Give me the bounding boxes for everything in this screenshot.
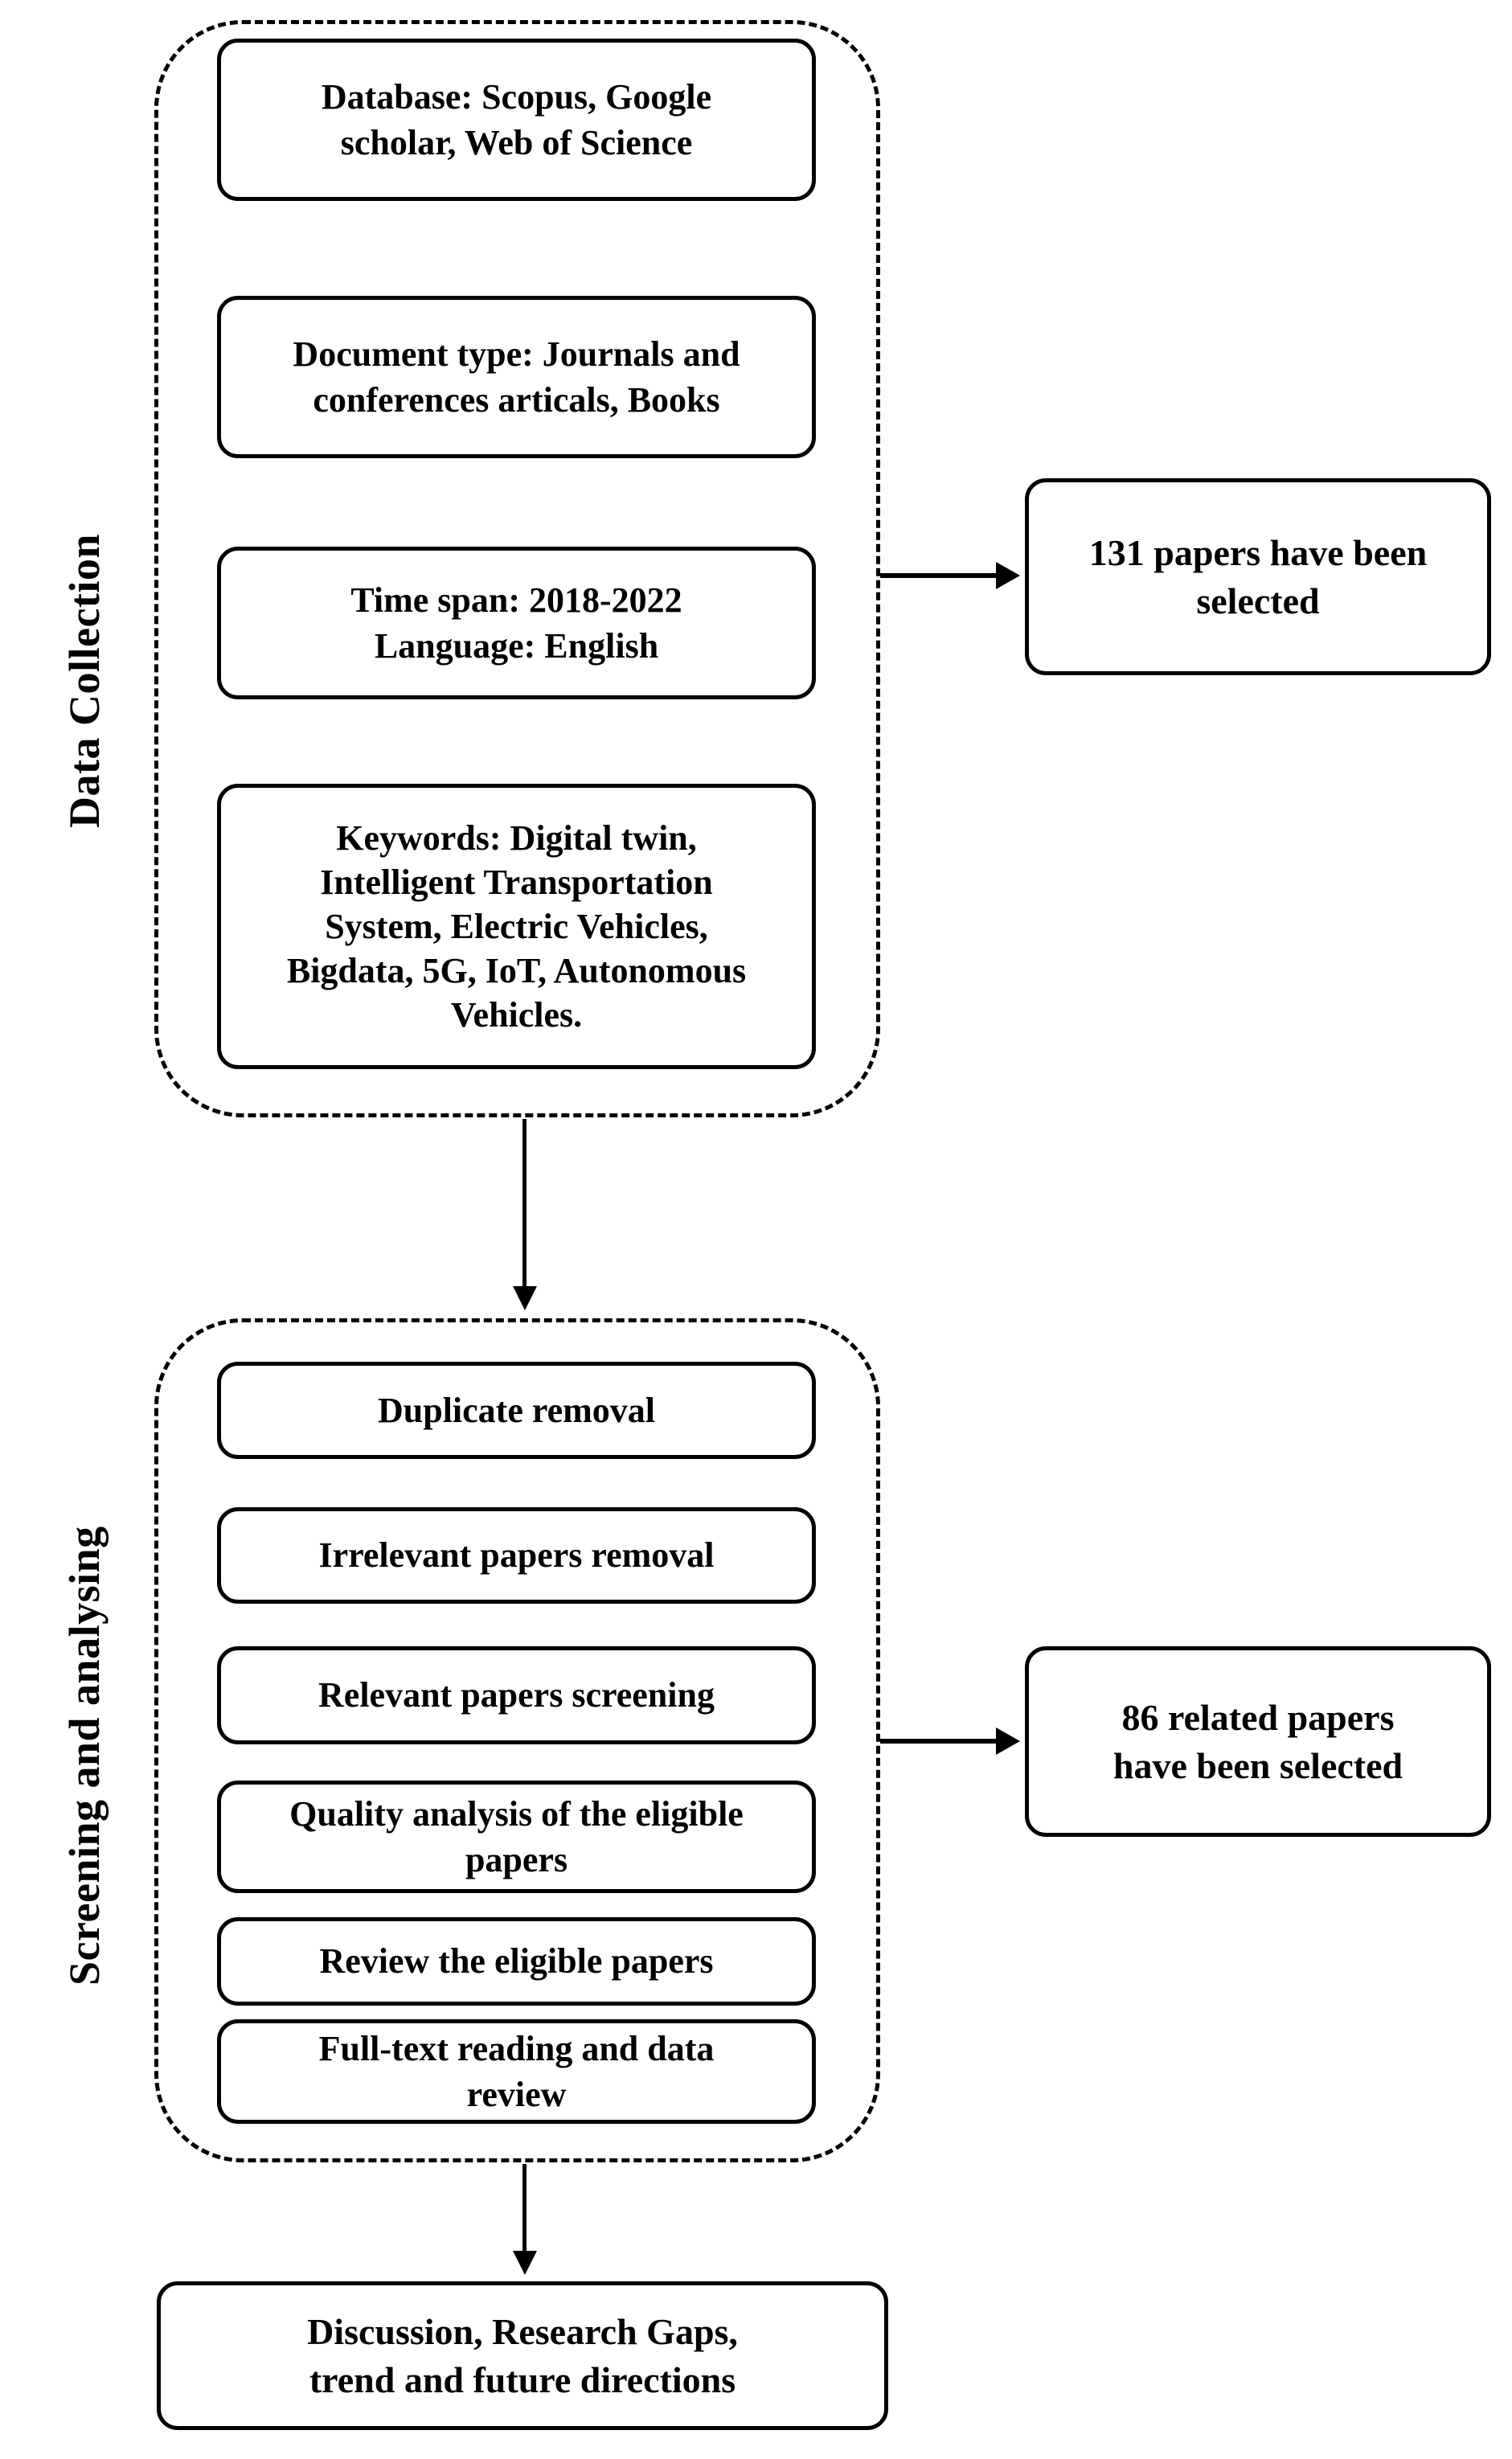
node-duplicate-removal[interactable]: Duplicate removal: [217, 1362, 816, 1459]
node-database[interactable]: Database: Scopus, Google scholar, Web of…: [217, 39, 816, 201]
node-irrelevant-papers-removal[interactable]: Irrelevant papers removal: [217, 1507, 816, 1604]
node-time-span[interactable]: Time span: 2018-2022 Language: English: [217, 547, 816, 699]
phase-label-screening-and-analysing: Screening and analysing: [60, 1526, 109, 1986]
phase-label-data-collection: Data Collection: [60, 534, 109, 828]
arrow-head-data-collection-to-131: [996, 562, 1020, 589]
node-papers-selected-131-label: 131 papers have been selected: [1088, 531, 1428, 621]
node-discussion[interactable]: Discussion, Research Gaps, trend and fut…: [157, 2281, 888, 2430]
arrow-collection-to-screening: [522, 1119, 527, 1288]
node-document-type[interactable]: Document type: Journals and conferences …: [217, 296, 816, 458]
node-keywords-label: Keywords: Digital twin, Intelligent Tran…: [286, 818, 747, 1035]
node-quality-analysis-label: Quality analysis of the eligible papers: [289, 1793, 744, 1879]
group-container-data-collection: [154, 20, 880, 1117]
arrow-screening-to-86: [880, 1739, 1001, 1744]
node-keywords[interactable]: Keywords: Digital twin, Intelligent Tran…: [217, 784, 816, 1069]
node-papers-selected-86[interactable]: 86 related papers have been selected: [1025, 1646, 1491, 1837]
node-duplicate-removal-label: Duplicate removal: [377, 1390, 656, 1430]
arrow-data-collection-to-131: [880, 573, 1001, 578]
group-container-screening-and-analysing: [154, 1318, 880, 2162]
node-full-text-reading-label: Full-text reading and data review: [318, 2028, 715, 2114]
arrow-head-collection-to-screening: [513, 1286, 537, 1310]
node-time-span-label: Time span: 2018-2022 Language: English: [350, 580, 682, 666]
node-document-type-label: Document type: Journals and conferences …: [293, 334, 740, 420]
arrow-screening-to-discussion: [522, 2164, 527, 2252]
node-review-eligible-papers[interactable]: Review the eligible papers: [217, 1917, 816, 2006]
node-papers-selected-86-label: 86 related papers have been selected: [1112, 1696, 1403, 1786]
node-relevant-papers-screening[interactable]: Relevant papers screening: [217, 1646, 816, 1744]
node-discussion-label: Discussion, Research Gaps, trend and fut…: [307, 2310, 738, 2400]
node-quality-analysis[interactable]: Quality analysis of the eligible papers: [217, 1781, 816, 1893]
arrow-head-screening-to-86: [996, 1727, 1020, 1755]
node-full-text-reading[interactable]: Full-text reading and data review: [217, 2019, 816, 2124]
node-papers-selected-131[interactable]: 131 papers have been selected: [1025, 478, 1491, 675]
arrow-head-screening-to-discussion: [513, 2251, 537, 2275]
node-database-label: Database: Scopus, Google scholar, Web of…: [321, 76, 712, 162]
node-review-eligible-papers-label: Review the eligible papers: [319, 1941, 714, 1982]
node-relevant-papers-screening-label: Relevant papers screening: [318, 1675, 715, 1715]
node-irrelevant-papers-removal-label: Irrelevant papers removal: [318, 1535, 715, 1576]
